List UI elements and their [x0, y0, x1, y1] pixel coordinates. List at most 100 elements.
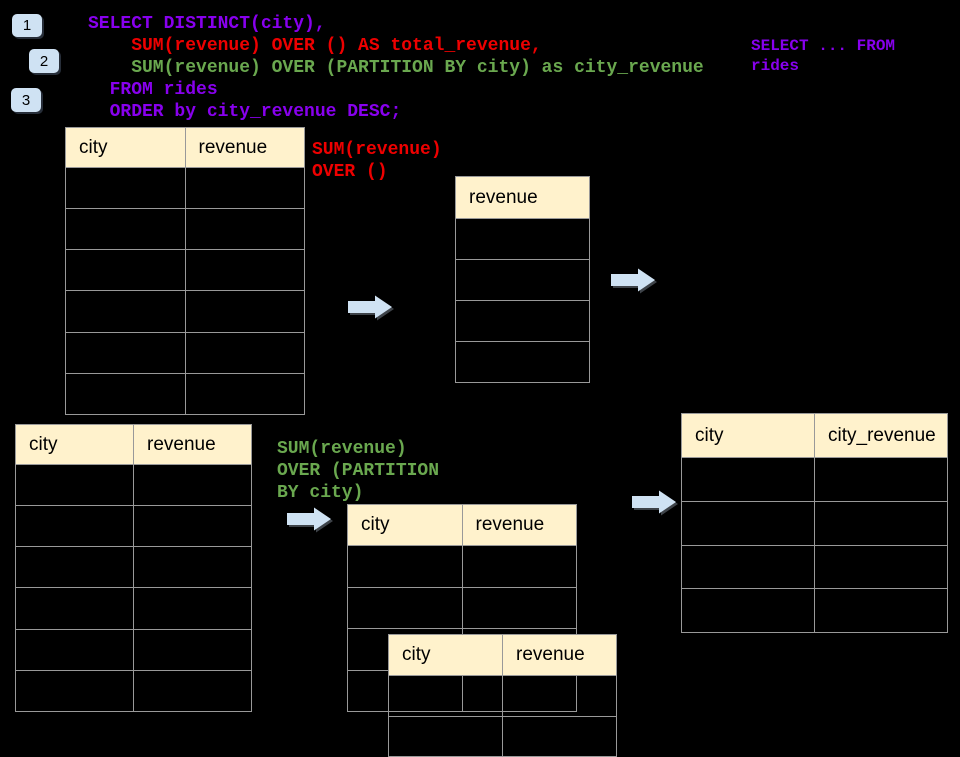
table-row — [388, 675, 617, 717]
code-line: SUM(revenue) — [312, 140, 442, 160]
empty-cell — [65, 331, 186, 374]
label-sum-over-total: SUM(revenue)OVER () — [312, 139, 442, 183]
table-row — [15, 546, 252, 589]
code-line: SUM(revenue) OVER (PARTITION BY city) as… — [88, 58, 704, 78]
sql-query-code: SELECT DISTINCT(city), SUM(revenue) OVER… — [88, 13, 704, 123]
code-line: SUM(revenue) OVER () AS total_revenue, — [88, 36, 542, 56]
empty-cell — [347, 545, 463, 588]
column-header-city: city — [65, 127, 186, 168]
empty-cell — [347, 586, 463, 629]
code-line: SELECT DISTINCT(city), — [88, 14, 326, 34]
empty-cell — [133, 628, 252, 671]
empty-cell — [814, 500, 948, 546]
flow-arrow-total-result — [611, 268, 655, 292]
table-row — [15, 463, 252, 507]
empty-cell — [133, 669, 252, 713]
step-badge-3: 3 — [11, 88, 41, 112]
table-row — [455, 218, 590, 260]
empty-cell — [65, 208, 186, 251]
table-row — [681, 588, 948, 633]
table-row — [15, 587, 252, 630]
empty-cell — [681, 457, 815, 502]
slide-canvas: 1 2 3 SELECT DISTINCT(city), SUM(revenue… — [11, 13, 948, 757]
empty-cell — [388, 675, 503, 717]
column-header-city: city — [681, 413, 815, 458]
code-line: FROM rides — [88, 80, 218, 100]
empty-cell — [814, 457, 948, 502]
empty-cell — [455, 341, 590, 383]
empty-cell — [184, 166, 305, 210]
step-badge-2: 2 — [29, 49, 59, 73]
empty-cell — [681, 588, 815, 633]
empty-cell — [15, 546, 134, 589]
column-header-revenue: revenue — [502, 634, 617, 676]
table-row — [455, 300, 590, 342]
table-row — [388, 715, 617, 757]
empty-cell — [65, 290, 186, 333]
flow-arrow-partition-to-result — [632, 490, 676, 514]
table-row — [681, 544, 948, 590]
empty-cell — [133, 546, 252, 589]
flow-arrow-source-to-partition — [287, 507, 331, 531]
empty-cell — [184, 290, 305, 333]
table-row — [15, 628, 252, 671]
table-row — [65, 208, 305, 251]
empty-cell — [461, 545, 577, 588]
table-row — [65, 331, 305, 374]
empty-cell — [65, 166, 186, 210]
table-row — [347, 545, 577, 588]
code-line: rides — [751, 57, 800, 75]
empty-cell — [65, 372, 186, 416]
table-row — [15, 505, 252, 548]
empty-cell — [184, 249, 305, 292]
empty-cell — [133, 463, 252, 507]
empty-cell — [502, 715, 617, 757]
code-line: ORDER by city_revenue DESC; — [88, 102, 402, 122]
empty-cell — [502, 675, 617, 717]
empty-cell — [814, 588, 948, 633]
empty-cell — [681, 544, 815, 590]
column-header-revenue: revenue — [133, 424, 252, 465]
table-row — [681, 457, 948, 502]
column-header-city: city — [388, 634, 503, 676]
empty-cell — [814, 544, 948, 590]
empty-cell — [15, 669, 134, 713]
empty-cell — [133, 505, 252, 548]
data-grid: revenue — [455, 176, 590, 383]
column-header-revenue: revenue — [184, 127, 305, 168]
column-header-city_revenue: city_revenue — [814, 413, 948, 458]
table-row — [65, 166, 305, 210]
empty-cell — [455, 300, 590, 342]
empty-cell — [388, 715, 503, 757]
table-row — [681, 500, 948, 546]
empty-cell — [15, 587, 134, 630]
empty-cell — [184, 331, 305, 374]
table-row — [65, 372, 305, 416]
table-row — [65, 249, 305, 292]
table-row — [455, 259, 590, 301]
empty-cell — [15, 505, 134, 548]
table-revenue-only: revenue — [455, 176, 590, 383]
code-line: OVER (PARTITION — [277, 461, 440, 481]
table-row — [15, 669, 252, 713]
step-badge-1: 1 — [12, 14, 42, 37]
empty-cell — [461, 586, 577, 629]
table-row — [455, 341, 590, 383]
code-line: SELECT ... FROM — [751, 37, 896, 55]
empty-cell — [455, 259, 590, 301]
empty-cell — [15, 463, 134, 507]
empty-cell — [681, 500, 815, 546]
flow-arrow-source-to-total — [348, 295, 392, 319]
empty-cell — [184, 372, 305, 416]
column-header-city: city — [15, 424, 134, 465]
table-row — [65, 290, 305, 333]
empty-cell — [133, 587, 252, 630]
